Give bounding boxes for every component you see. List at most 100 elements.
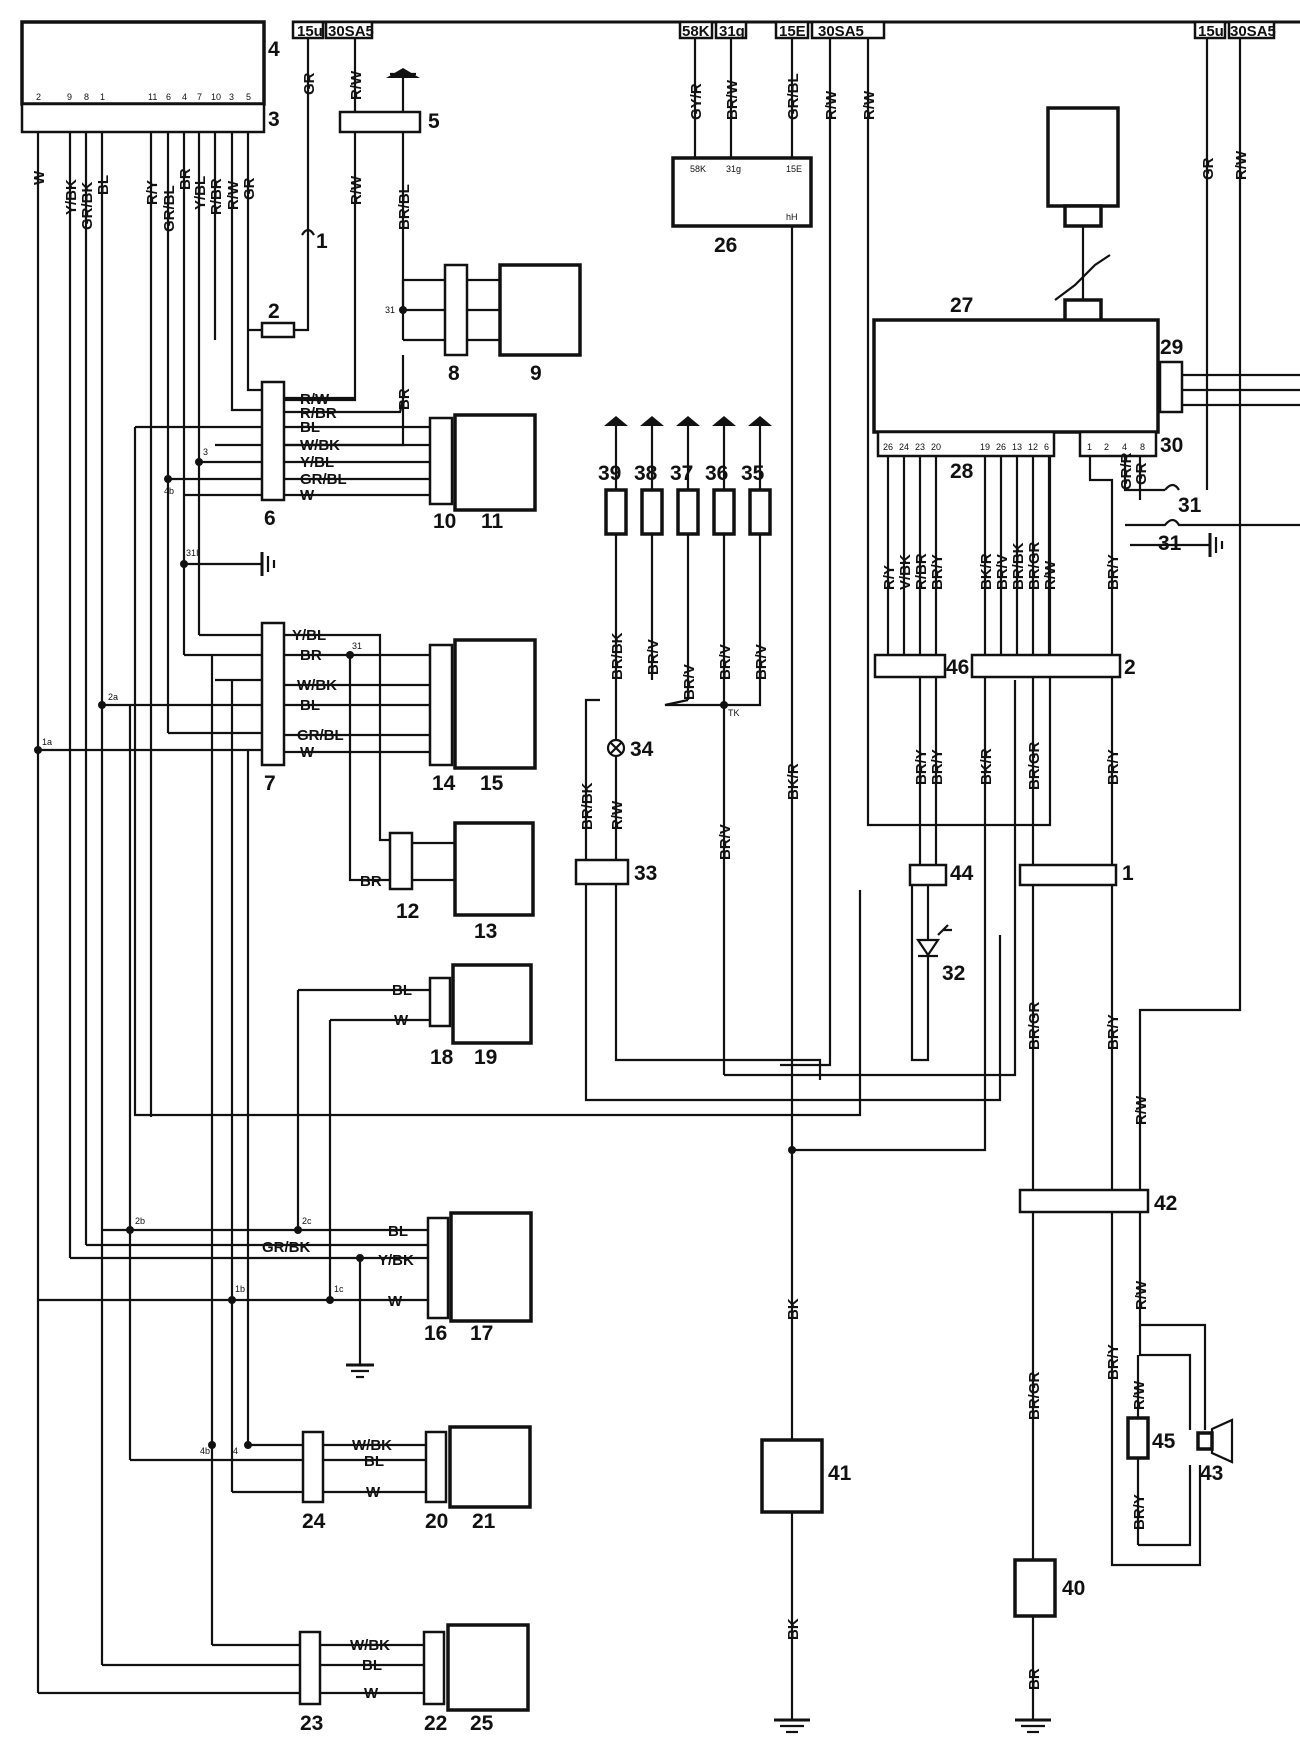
component-13 xyxy=(453,821,535,917)
connector-6-group: 6 R/W R/BR BL W/BK Y/BL GR/BL W 3 4b xyxy=(135,330,430,530)
wire-label: W/BK xyxy=(352,1437,392,1454)
component-number-41: 41 xyxy=(828,1462,852,1485)
connector-42 xyxy=(1018,1188,1150,1214)
component-41-group: BK 41 BK xyxy=(760,1100,987,1734)
wire-label: R/W xyxy=(861,90,878,120)
wire-label: BR/V xyxy=(717,644,734,680)
wire-label: W/BK xyxy=(300,437,340,454)
wire-label: R/W xyxy=(1233,150,1250,180)
component-number-1a: 1 xyxy=(316,230,328,253)
wire-label: BR/W xyxy=(724,79,741,120)
wire-label: W xyxy=(388,1293,403,1310)
unit-pin-label: 15E xyxy=(786,164,802,174)
wire-label: BL xyxy=(95,175,112,195)
wire-label: Y/BL xyxy=(192,176,209,210)
component-number-30: 30 xyxy=(1160,434,1183,457)
wire-label: GR/BK xyxy=(262,1239,311,1256)
component-number-45: 45 xyxy=(1152,1430,1176,1453)
wire-label: W/BK xyxy=(297,677,337,694)
component-number-13: 13 xyxy=(474,920,497,943)
component-19-group: BL W 18 19 xyxy=(296,963,533,1300)
wire-label: W/BK xyxy=(350,1637,390,1654)
connector-46-group: 46 2 BR/Y BR/Y BK/R BR/GR BR/Y xyxy=(873,653,1136,1100)
wire-label: BR/GR xyxy=(1026,542,1043,591)
component-number-31a: 31 xyxy=(1178,494,1202,517)
splice-label: 31 xyxy=(352,641,362,651)
terminal-label: 30SA5 xyxy=(328,23,374,40)
connector-6 xyxy=(260,380,286,502)
component-25-group: W/BK BL W 23 22 25 xyxy=(38,1623,530,1735)
pin-label: 1 xyxy=(1087,442,1092,452)
connector-1b xyxy=(1018,863,1118,887)
wire-label: GR/BL xyxy=(161,185,178,232)
connector-5-group: R/W 5 R/W BR/BL xyxy=(275,38,440,402)
connector-22 xyxy=(422,1630,446,1706)
fuse-39: 39 BR/BK xyxy=(598,416,628,710)
component-number-33: 33 xyxy=(634,862,657,885)
terminal-label: 58K xyxy=(682,23,710,40)
wire-label: BR xyxy=(360,873,382,890)
wire-label: W xyxy=(394,1012,409,1029)
connector-12 xyxy=(388,831,414,891)
connector-10 xyxy=(428,416,454,506)
wire-gr-15u: GR 1 2 xyxy=(248,38,328,339)
unit-pin-label: hH xyxy=(786,212,798,222)
wire-label: BR/Y xyxy=(1105,1014,1122,1050)
component-number-28: 28 xyxy=(950,460,974,483)
connector-24 xyxy=(301,1430,325,1504)
right-feed-wires: GR R/W R/W xyxy=(1133,38,1250,1190)
fuse-group-35-39: 39 BR/BK 38 BR/V 37 BR/V 36 BR/V xyxy=(574,416,1017,1102)
wire-label: BR/Y xyxy=(1131,1494,1148,1530)
pin-label: 19 xyxy=(980,442,990,452)
component-number-37: 37 xyxy=(670,462,693,485)
component-number-21: 21 xyxy=(472,1510,496,1533)
terminal-30sa5-right xyxy=(1227,20,1276,40)
component-21 xyxy=(448,1425,532,1509)
wire-label: R/W xyxy=(300,391,330,408)
wire-label: BR/BK xyxy=(579,782,596,830)
component-4-control-unit: 4 3 2 9 8 1 11 6 4 7 10 3 5 xyxy=(20,20,280,134)
component-number-2a: 2 xyxy=(268,300,280,323)
splice-label: 1b xyxy=(235,1284,245,1294)
wire-label: BR xyxy=(396,388,413,410)
component-number-10: 10 xyxy=(433,510,456,533)
terminal-label: 15u xyxy=(1198,23,1224,40)
component-number-36: 36 xyxy=(705,462,728,485)
connector-16 xyxy=(426,1216,450,1320)
splice-label: 2c xyxy=(302,1216,312,1226)
sensor-stem xyxy=(1063,204,1103,228)
wire-label: BR/BK xyxy=(609,632,626,680)
wire-label: BR/Y xyxy=(1105,749,1122,785)
wire-label: V/BK xyxy=(897,554,914,590)
component-26 xyxy=(671,156,813,228)
component-number-3: 3 xyxy=(268,108,280,131)
wire-label: Y/BL xyxy=(292,627,326,644)
pin-label: 26 xyxy=(883,442,893,452)
wires-from-connector-28: R/Y V/BK R/BR BR/Y BK/R BR/V BR/BK BR/GR… xyxy=(881,456,1059,655)
pin-label: 4 xyxy=(182,92,187,102)
pin-label: 8 xyxy=(84,92,89,102)
wire-label: BR/BK xyxy=(1010,542,1027,590)
wire-label: GR/BK xyxy=(79,182,96,231)
wire-label: R/W xyxy=(1131,1380,1148,1410)
wire-label: BR/Y xyxy=(1105,554,1122,590)
wire-label: R/BR xyxy=(208,178,225,215)
component-number-18: 18 xyxy=(430,1046,454,1069)
pin-label: 26 xyxy=(996,442,1006,452)
component-13-group: BR 12 13 xyxy=(360,821,535,943)
terminal-label: 15E xyxy=(779,23,806,40)
unit-pin-label: 58K xyxy=(690,164,706,174)
component-25 xyxy=(446,1623,530,1712)
wire-label: R/W xyxy=(348,70,365,100)
component-11 xyxy=(453,413,537,512)
wire-label: BR/V xyxy=(645,639,662,675)
connector-14 xyxy=(428,643,454,767)
connector-7-group: 7 2a 1a Y/BL BR 31 W/BK BL GR/BL W xyxy=(34,621,430,882)
component-number-5: 5 xyxy=(428,110,440,133)
wire-label: BL xyxy=(362,1657,382,1674)
component-27-group: 27 29 28 26 24 23 20 19 26 13 12 6 30 1 … xyxy=(872,106,1300,483)
connector-20 xyxy=(424,1430,448,1504)
connector-1-right: 1 BR/GR BR/Y xyxy=(1018,862,1134,1190)
wire-label: R/Y xyxy=(881,565,898,590)
wire-label: GR/BL xyxy=(300,471,347,488)
